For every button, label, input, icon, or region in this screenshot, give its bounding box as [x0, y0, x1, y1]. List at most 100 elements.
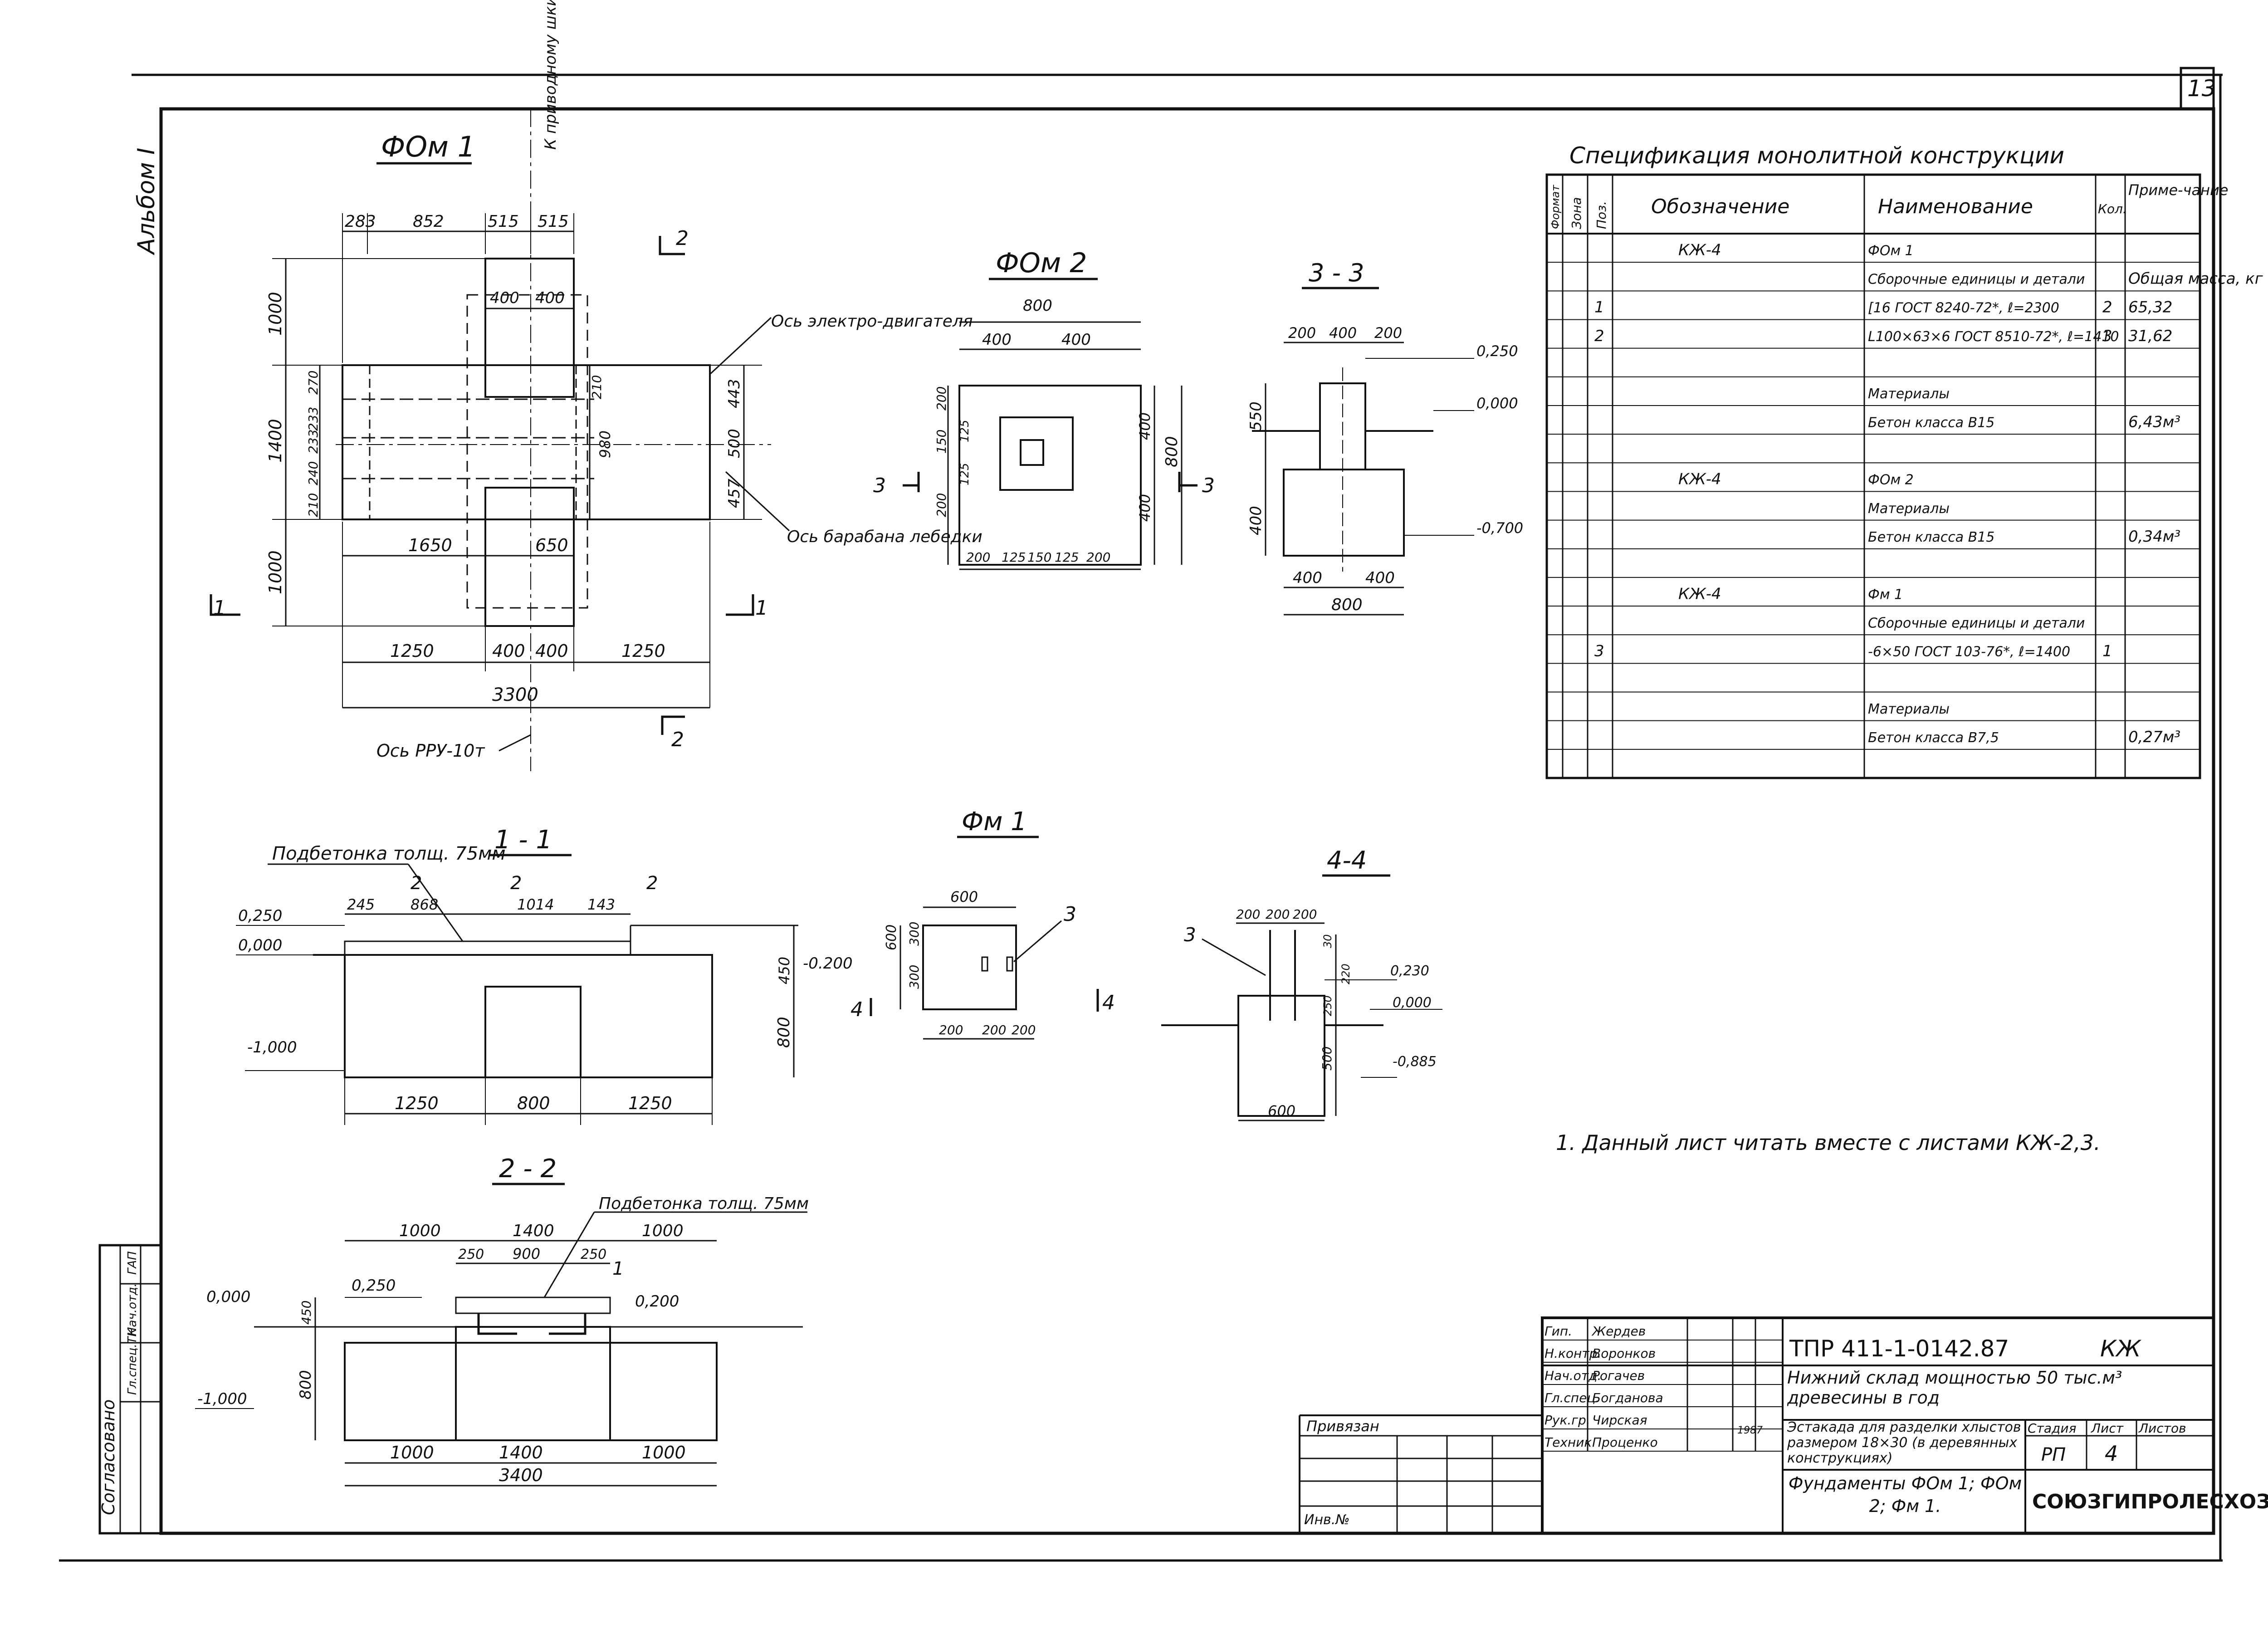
svg-text:0,000: 0,000 — [206, 1288, 250, 1306]
spec-qty: 3 — [2102, 327, 2112, 345]
svg-text:150: 150 — [934, 430, 949, 454]
org-name: СОЮЗГИПРОЛЕСХОЗ — [2032, 1490, 2268, 1513]
footing-bottom-arm — [484, 487, 575, 627]
svg-text:1000: 1000 — [642, 1443, 686, 1463]
svg-text:Наименование: Наименование — [1878, 195, 2033, 218]
drawing-frame — [159, 107, 2215, 1535]
title-block: Привязан Инв.№ Гип.ЖердевН.контр.Воронко… — [1299, 1316, 2268, 1535]
svg-text:200: 200 — [939, 1022, 963, 1037]
s22-pedestal — [455, 1326, 611, 1441]
svg-text:1 - 1: 1 - 1 — [494, 825, 552, 855]
svg-text:1000: 1000 — [642, 1222, 684, 1240]
svg-text:2: 2 — [676, 227, 689, 250]
section-4-4: 4-4 200 200 200 3 30 220 250 500 600 0,2… — [1161, 846, 1442, 1121]
svg-text:3400: 3400 — [499, 1465, 543, 1485]
svg-text:250: 250 — [1321, 995, 1334, 1016]
drum-axis-label: Ось барабана лебедки — [787, 528, 982, 546]
signer-name: Чирская — [1592, 1413, 1647, 1428]
spec-name: ФОм 2 — [1868, 472, 1914, 488]
svg-text:1650: 1650 — [408, 535, 452, 555]
svg-text:500: 500 — [725, 429, 743, 458]
svg-text:Поз.: Поз. — [1594, 201, 1609, 229]
svg-text:125: 125 — [958, 463, 972, 485]
signer-role: Нач.отд. — [1545, 1368, 1601, 1383]
spec-pos: 3 — [1594, 642, 1604, 660]
svg-text:400: 400 — [1247, 506, 1265, 535]
svg-text:600: 600 — [1268, 1102, 1295, 1120]
svg-text:Стадия: Стадия — [2028, 1421, 2076, 1436]
svg-text:233: 233 — [306, 407, 321, 431]
doc-mark: КЖ — [2100, 1335, 2141, 1362]
svg-text:600: 600 — [884, 925, 899, 950]
svg-text:2: 2 — [646, 873, 658, 894]
svg-text:1: 1 — [755, 597, 768, 620]
svg-text:1000: 1000 — [399, 1222, 441, 1240]
sheet-number: 13 — [2187, 75, 2216, 102]
svg-text:4: 4 — [2105, 1441, 2118, 1466]
svg-text:650: 650 — [535, 535, 568, 555]
svg-text:125: 125 — [1002, 550, 1026, 565]
svg-text:400: 400 — [1365, 569, 1395, 587]
svg-text:0,000: 0,000 — [1476, 395, 1518, 412]
svg-text:852: 852 — [413, 212, 444, 231]
svg-text:450: 450 — [776, 957, 793, 984]
svg-text:240: 240 — [306, 461, 321, 485]
svg-text:125: 125 — [958, 420, 972, 442]
svg-text:400: 400 — [1061, 331, 1091, 349]
svg-text:Гл.спец.ТК: Гл.спец.ТК — [126, 1327, 139, 1395]
svg-text:400: 400 — [1293, 569, 1322, 587]
s11-pedestal — [484, 986, 582, 1078]
spec-row: Материалы — [1547, 701, 2200, 721]
svg-text:200: 200 — [1012, 1022, 1036, 1037]
object-name: Эстакада для разделки хлыстов размером 1… — [1787, 1420, 2021, 1466]
svg-text:1: 1 — [213, 597, 226, 620]
svg-text:-0.200: -0.200 — [803, 954, 853, 973]
svg-text:Инв.№: Инв.№ — [1304, 1512, 1349, 1528]
s11-body — [344, 954, 713, 1078]
svg-text:Привязан: Привязан — [1306, 1418, 1379, 1435]
spec-name: L100×63×6 ГОСТ 8510-72*, ℓ=1410 — [1868, 329, 2119, 345]
svg-text:30: 30 — [1321, 934, 1334, 948]
svg-text:250: 250 — [458, 1247, 484, 1262]
svg-text:3: 3 — [1202, 474, 1215, 497]
spec-note: 65,32 — [2128, 298, 2172, 317]
signer-role: Н.контр. — [1545, 1346, 1601, 1361]
section-3-3: 3 - 3 200 400 200 550 400 400 400 800 0,… — [1247, 259, 1523, 616]
sheet-note: 1. Данный лист читать вместе с листами К… — [1556, 1130, 2101, 1155]
svg-text:Обозначение: Обозначение — [1651, 195, 1789, 218]
svg-text:500: 500 — [1320, 1047, 1334, 1071]
svg-text:2: 2 — [510, 873, 522, 894]
svg-text:Формат: Формат — [1549, 185, 1562, 229]
svg-text:-1,000: -1,000 — [247, 1038, 297, 1057]
signature-rows: Гип.ЖердевН.контр.ВоронковНач.отд.Рогаче… — [1542, 1324, 1783, 1452]
svg-text:1000: 1000 — [390, 1443, 434, 1463]
spec-designation: КЖ-4 — [1678, 241, 1721, 259]
svg-text:980: 980 — [596, 430, 614, 458]
view-fm1: Фм 1 600 600 300 300 200 200 200 3 4 4 — [850, 807, 1115, 1040]
svg-text:800: 800 — [297, 1370, 315, 1399]
svg-text:1014: 1014 — [517, 896, 554, 913]
svg-text:1250: 1250 — [621, 641, 665, 661]
signer-name: Воронков — [1592, 1346, 1656, 1361]
fom2-outline — [958, 385, 1142, 566]
svg-text:1000: 1000 — [265, 292, 285, 336]
svg-text:1250: 1250 — [395, 1093, 439, 1113]
svg-text:300: 300 — [907, 922, 922, 946]
svg-text:125: 125 — [1055, 550, 1079, 565]
svg-text:РП: РП — [2041, 1444, 2066, 1465]
agreed-label: Согласовано — [98, 1399, 118, 1515]
svg-text:3300: 3300 — [492, 685, 538, 705]
svg-text:900: 900 — [513, 1245, 540, 1262]
spec-pos: 1 — [1594, 298, 1604, 317]
s11-callout: Подбетонка толщ. 75мм — [272, 843, 506, 864]
svg-text:Листов: Листов — [2138, 1421, 2186, 1436]
svg-text:200: 200 — [934, 386, 949, 411]
spec-designation: КЖ-4 — [1678, 585, 1721, 603]
svg-text:Кол.: Кол. — [2098, 201, 2127, 216]
svg-text:210: 210 — [306, 493, 321, 517]
